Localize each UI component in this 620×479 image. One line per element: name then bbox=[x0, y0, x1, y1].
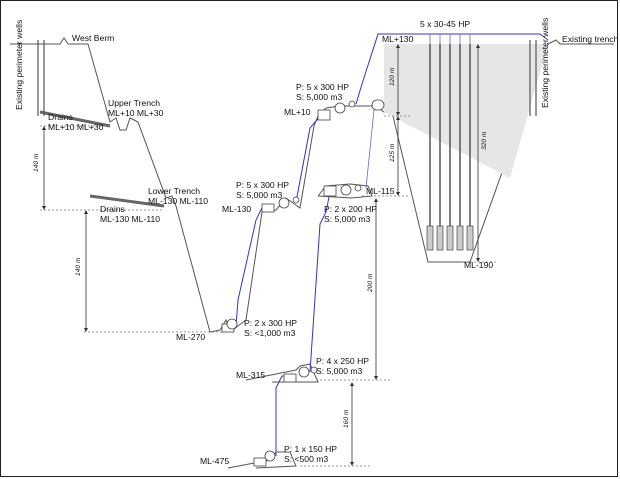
dim-label-200: 200 m bbox=[367, 273, 374, 293]
label-ml-minus130: ML-130 bbox=[222, 204, 251, 214]
pump-label-ml315: P: 4 x 250 HP bbox=[316, 356, 369, 366]
label-perimeter-wells-left: Existing perimeter wells bbox=[14, 20, 24, 110]
storage-label-ml115: S: 5,000 m3 bbox=[324, 214, 371, 224]
label-ml-minus190: ML-190 bbox=[464, 260, 493, 270]
pump-station-ml115 bbox=[323, 184, 362, 197]
label-ml-minus115: ML-115 bbox=[366, 186, 395, 196]
pipe-wells-header bbox=[429, 34, 471, 44]
storage-label-ml10: S: 5,000 m3 bbox=[296, 92, 343, 102]
pump-label-ml10: P: 5 x 300 HP bbox=[296, 82, 349, 92]
pump-label-ml130: P: 5 x 300 HP bbox=[236, 180, 289, 190]
label-drains-upper-levels: ML+10 ML+30 bbox=[48, 122, 104, 132]
storage-label-ml130: S: 5,000 m3 bbox=[236, 190, 283, 200]
pipe-ml10-to-surface bbox=[355, 33, 549, 105]
label-wells-hp: 5 x 30-45 HP bbox=[420, 19, 470, 29]
pump-station-ml270 bbox=[221, 318, 238, 333]
label-lower-trench: Lower Trench bbox=[148, 186, 200, 196]
lower-drains bbox=[89, 194, 165, 208]
dim-label-320: 320 m bbox=[481, 131, 488, 150]
upper-drains bbox=[39, 110, 111, 128]
pump-label-ml475: P: 1 x 150 HP bbox=[284, 444, 337, 454]
label-drains-lower: Drains bbox=[100, 204, 125, 214]
label-ml-plus130: ML+130 bbox=[382, 34, 414, 44]
label-ml-minus270: ML-270 bbox=[176, 332, 205, 342]
dim-label-120: 120 m bbox=[389, 67, 396, 86]
pump-label-ml115: P: 2 x 200 HP bbox=[324, 204, 377, 214]
label-existing-trench: Existing trench bbox=[562, 34, 619, 44]
dim-label-160: 160 m bbox=[343, 409, 350, 428]
label-drains-lower-levels: ML-130 ML-110 bbox=[100, 214, 160, 224]
storage-label-ml315: S: 5,000 m3 bbox=[316, 366, 363, 376]
storage-label-ml475: S: <500 m3 bbox=[284, 454, 328, 464]
deep-wells bbox=[426, 44, 474, 251]
pipe-ml115-to-ml10 bbox=[365, 103, 383, 189]
label-ml-minus475: ML-475 bbox=[200, 456, 229, 466]
pump-station-ml130 bbox=[261, 196, 300, 213]
label-upper-trench-levels: ML+10 ML+30 bbox=[108, 108, 164, 118]
label-drains-upper: Drains bbox=[48, 112, 73, 122]
label-perimeter-wells-right: Existing perimeter wells bbox=[540, 18, 550, 108]
label-west-berm: West Berm bbox=[72, 33, 114, 43]
dim-label-125: 125 m bbox=[389, 143, 396, 162]
pit-wall-west bbox=[68, 43, 231, 333]
label-ml-minus315: ML-315 bbox=[236, 370, 265, 380]
pump-station-ml475 bbox=[253, 450, 276, 467]
label-ml-plus10: ML+10 bbox=[284, 107, 311, 117]
label-upper-trench: Upper Trench bbox=[108, 98, 160, 108]
pipe-ml315-to-ml115 bbox=[309, 191, 331, 373]
pipe-ml130-to-ml10 bbox=[295, 111, 327, 203]
ground-surface-left bbox=[10, 37, 69, 45]
drawdown-shading bbox=[384, 44, 548, 178]
label-lower-trench-levels: ML-130 ML-110 bbox=[148, 196, 208, 206]
pump-label-ml270: P: 2 x 300 HP bbox=[244, 318, 297, 328]
storage-label-ml270: S: <1,000 m3 bbox=[244, 328, 296, 338]
dim-label-140-lower: 140 m bbox=[75, 257, 82, 276]
pump-station-ml10 bbox=[317, 99, 385, 121]
dim-label-140-upper: 140 m bbox=[33, 153, 40, 172]
pump-station-ml315 bbox=[283, 366, 318, 383]
pipe-ml270-to-ml130 bbox=[235, 207, 263, 327]
